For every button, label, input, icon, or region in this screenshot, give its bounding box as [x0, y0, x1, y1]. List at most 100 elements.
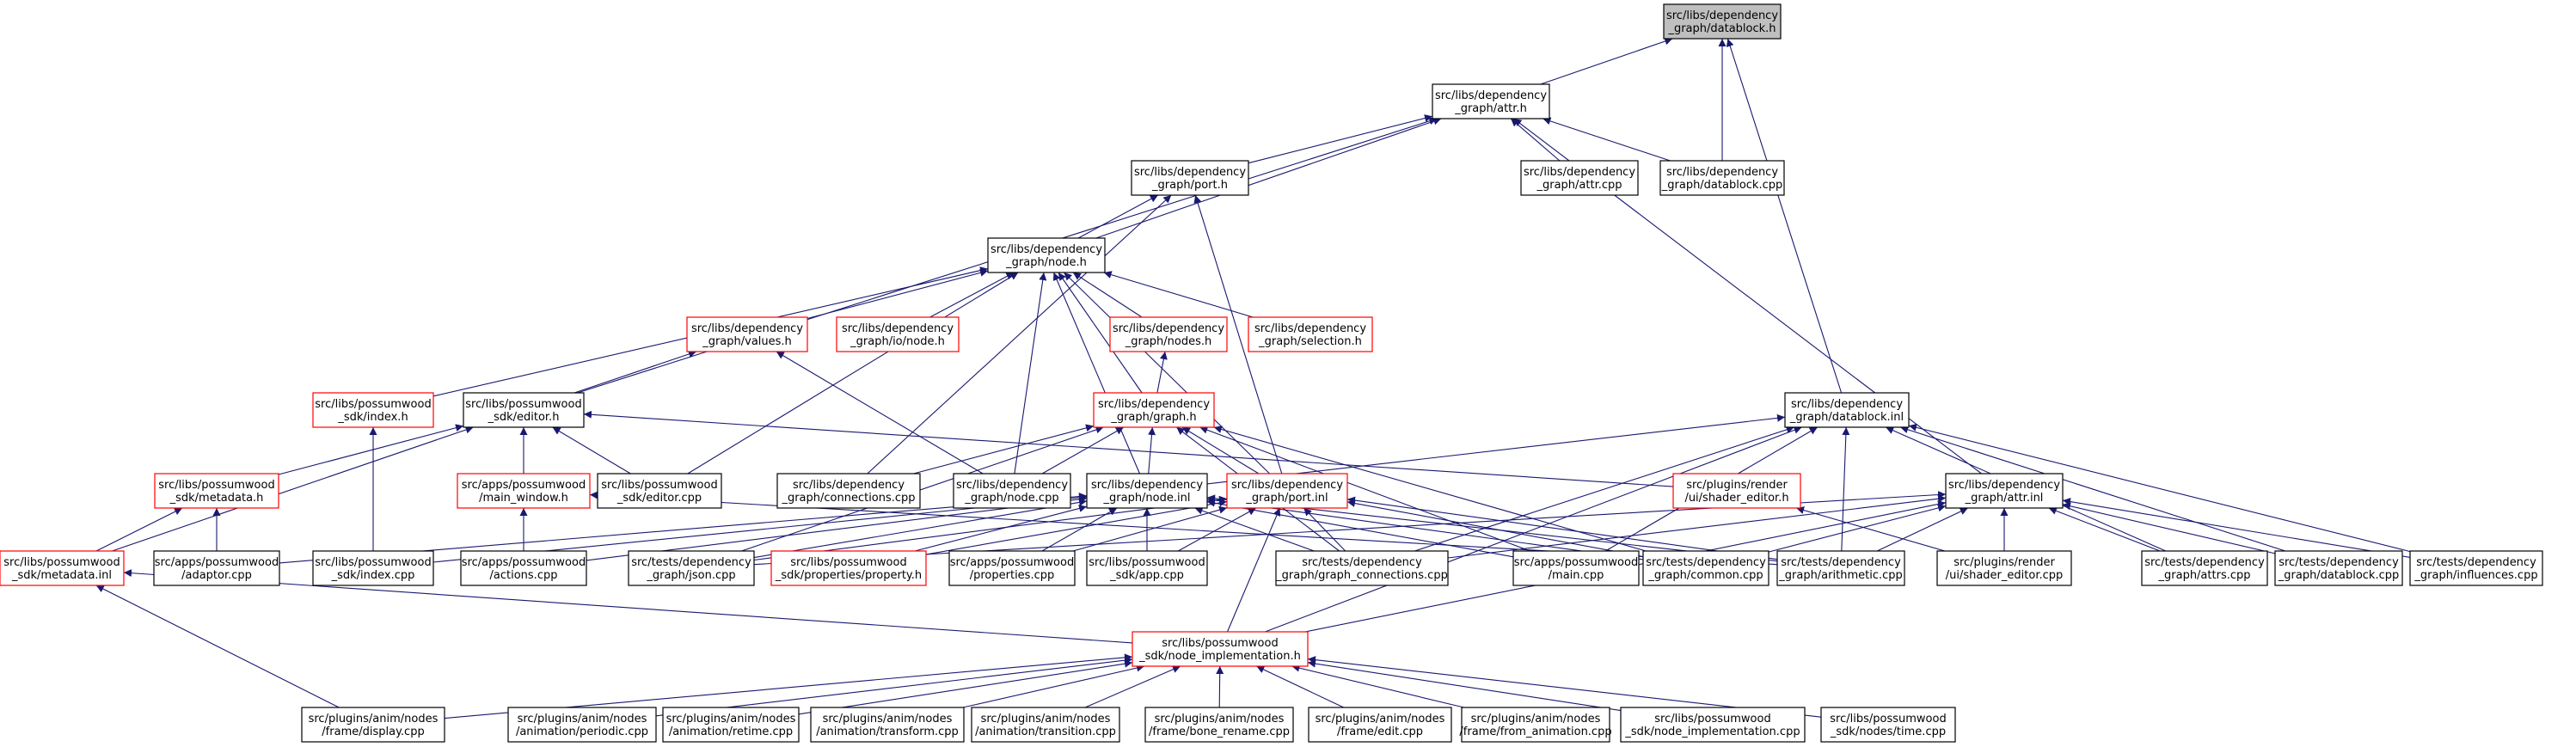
- node-label-line: src/libs/possumwood: [1162, 637, 1278, 650]
- graph-node-node-cpp[interactable]: src/libs/dependency_graph/node.cpp: [953, 473, 1071, 509]
- graph-node-attr-inl[interactable]: src/libs/dependency_graph/attr.inl: [1945, 473, 2064, 509]
- node-box: [2409, 550, 2543, 586]
- node-label-line: src/libs/dependency: [1666, 9, 1778, 22]
- graph-node-datablock-h[interactable]: src/libs/dependency_graph/datablock.h: [1663, 3, 1782, 40]
- node-label-line: src/plugins/anim/nodes: [666, 713, 796, 726]
- node-label-line: src/libs/possumwood: [158, 479, 274, 492]
- graph-node-from-animation-cpp[interactable]: src/plugins/anim/nodes/frame/from_animat…: [1459, 707, 1612, 743]
- graph-node-common-cpp[interactable]: src/tests/dependency_graph/common.cpp: [1642, 550, 1769, 586]
- node-label-line: _graph/arithmetic.cpp: [1778, 569, 1903, 582]
- node-box: [810, 707, 965, 743]
- node-box: [1642, 550, 1769, 586]
- graph-node-io-node-h[interactable]: src/libs/dependency_graph/io/node.h: [836, 316, 960, 352]
- node-label-line: /ui/shader_editor.h: [1684, 492, 1788, 505]
- graph-node-node-implementation-h[interactable]: src/libs/possumwood_sdk/node_implementat…: [1132, 631, 1309, 667]
- graph-node-main-window-h[interactable]: src/apps/possumwood/main_window.h: [457, 473, 591, 509]
- edge-retime_cpp-to-node_implementation_h: [798, 659, 1133, 715]
- node-box: [1945, 473, 2064, 509]
- node-box: [460, 550, 587, 586]
- graph-node-test-datablock-cpp[interactable]: src/tests/dependency_graph/datablock.cpp: [2274, 550, 2403, 586]
- graph-node-datablock-inl[interactable]: src/libs/dependency_graph/datablock.inl: [1784, 392, 1910, 428]
- node-label-line: src/tests/dependency: [1781, 556, 1901, 569]
- node-label-line: _graph/node.h: [1005, 256, 1087, 269]
- graph-node-transform-cpp[interactable]: src/plugins/anim/nodes/animation/transfo…: [810, 707, 965, 743]
- graph-node-attrs-cpp[interactable]: src/tests/dependency_graph/attrs.cpp: [2141, 550, 2268, 586]
- graph-node-display-cpp[interactable]: src/plugins/anim/nodes/frame/display.cpp: [301, 707, 445, 743]
- graph-node-property-h[interactable]: src/libs/possumwood_sdk/properties/prope…: [770, 550, 927, 586]
- graph-node-index-h[interactable]: src/libs/possumwood_sdk/index.h: [312, 392, 434, 428]
- graph-node-shader-editor-h[interactable]: src/plugins/render/ui/shader_editor.h: [1672, 473, 1801, 509]
- node-box: [1512, 550, 1640, 586]
- edge-bone_rename_cpp-to-node_implementation_h: [1216, 665, 1224, 708]
- graph-node-editor-cpp[interactable]: src/libs/possumwood_sdk/editor.cpp: [597, 473, 722, 509]
- node-label-line: /adaptor.cpp: [181, 569, 252, 582]
- edge-nodes_h-to-node_h: [1072, 272, 1143, 318]
- graph-node-properties-cpp[interactable]: src/apps/possumwood/properties.cpp: [948, 550, 1076, 586]
- graph-node-arithmetic-cpp[interactable]: src/tests/dependency_graph/arithmetic.cp…: [1776, 550, 1905, 586]
- node-box: [312, 550, 434, 586]
- edge-layer: [95, 37, 2411, 719]
- edge-transform_cpp-to-node_implementation_h: [962, 664, 1145, 708]
- edge-node_implementation_h-to-datablock_inl: [1265, 426, 1802, 633]
- node-label-line: src/libs/dependency: [842, 322, 954, 335]
- node-label-line: src/apps/possumwood: [950, 556, 1074, 569]
- edge-editor_h-to-values_h: [573, 350, 697, 394]
- graph-node-editor-h[interactable]: src/libs/possumwood_sdk/editor.h: [463, 392, 585, 428]
- graph-node-periodic-cpp[interactable]: src/plugins/anim/nodes/animation/periodi…: [507, 707, 657, 743]
- edge-property_h-to-node_inl: [914, 505, 1088, 552]
- edge-connections_cpp-to-port_h: [867, 194, 1172, 475]
- node-box: [1820, 707, 1956, 743]
- graph-node-shader-editor-cpp[interactable]: src/plugins/render/ui/shader_editor.cpp: [1936, 550, 2072, 586]
- graph-node-adaptor-cpp[interactable]: src/apps/possumwood/adaptor.cpp: [153, 550, 280, 586]
- graph-node-time-cpp[interactable]: src/libs/possumwood_sdk/nodes/time.cpp: [1820, 707, 1956, 743]
- node-box: [0, 550, 125, 586]
- graph-node-port-h[interactable]: src/libs/dependency_graph/port.h: [1131, 160, 1249, 196]
- graph-node-datablock-cpp[interactable]: src/libs/dependency_graph/datablock.cpp: [1659, 160, 1785, 196]
- graph-node-edit-cpp[interactable]: src/plugins/anim/nodes/frame/edit.cpp: [1308, 707, 1452, 743]
- graph-node-transition-cpp[interactable]: src/plugins/anim/nodes/animation/transit…: [971, 707, 1120, 743]
- node-box: [597, 473, 722, 509]
- edge-node_inl-to-graph_h: [1148, 426, 1156, 475]
- edge-port_h-to-attr_h: [1248, 114, 1433, 164]
- graph-node-graph-h[interactable]: src/libs/dependency_graph/graph.h: [1093, 392, 1215, 428]
- graph-node-influences-cpp[interactable]: src/tests/dependency_graph/influences.cp…: [2409, 550, 2543, 586]
- graph-node-node-implementation-cpp[interactable]: src/libs/possumwood_sdk/node_implementat…: [1620, 707, 1806, 743]
- node-box: [463, 392, 585, 428]
- graph-node-json-cpp[interactable]: src/tests/dependency_graph/json.cpp: [628, 550, 755, 586]
- edge-influences_cpp-to-attr_inl: [2062, 498, 2411, 558]
- node-label-line: /frame/from_animation.cpp: [1459, 726, 1611, 738]
- graph-node-actions-cpp[interactable]: src/apps/possumwood/actions.cpp: [460, 550, 587, 586]
- graph-node-selection-h[interactable]: src/libs/dependency_graph/selection.h: [1248, 316, 1373, 352]
- graph-node-metadata-inl[interactable]: src/libs/possumwood_sdk/metadata.inl: [0, 550, 125, 586]
- graph-node-attr-h[interactable]: src/libs/dependency_graph/attr.h: [1432, 83, 1550, 119]
- graph-node-index-cpp[interactable]: src/libs/possumwood_sdk/index.cpp: [312, 550, 434, 586]
- graph-node-connections-cpp[interactable]: src/libs/dependency_graph/connections.cp…: [776, 473, 921, 509]
- graph-node-node-h[interactable]: src/libs/dependency_graph/node.h: [987, 237, 1106, 273]
- edge-graph_connections_cpp-to-node_inl: [1194, 506, 1315, 552]
- graph-node-nodes-h[interactable]: src/libs/dependency_graph/nodes.h: [1109, 316, 1228, 352]
- graph-node-port-inl[interactable]: src/libs/dependency_graph/port.inl: [1226, 473, 1348, 509]
- node-box: [987, 237, 1106, 273]
- node-label-line: src/libs/dependency: [1098, 398, 1210, 411]
- edge-from_animation_cpp-to-node_implementation_h: [1291, 664, 1464, 708]
- edge-json_cpp-to-node_inl: [753, 498, 1088, 559]
- graph-node-retime-cpp[interactable]: src/plugins/anim/nodes/animation/retime.…: [662, 707, 800, 743]
- node-label-line: _graph/datablock.cpp: [2278, 569, 2400, 582]
- graph-node-bone-rename-cpp[interactable]: src/plugins/anim/nodes/frame/bone_rename…: [1144, 707, 1294, 743]
- node-box: [971, 707, 1120, 743]
- graph-node-app-cpp[interactable]: src/libs/possumwood_sdk/app.cpp: [1086, 550, 1208, 586]
- graph-node-graph-connections-cpp[interactable]: src/tests/dependency_graph/graph_connect…: [1275, 550, 1449, 586]
- node-label-line: _graph/graph.h: [1110, 411, 1196, 424]
- node-box: [1308, 707, 1452, 743]
- edge-shader_editor_cpp-to-shader_editor_h: [1795, 506, 1946, 552]
- graph-node-attr-cpp[interactable]: src/libs/dependency_graph/attr.cpp: [1520, 160, 1639, 196]
- graph-node-values-h[interactable]: src/libs/dependency_graph/values.h: [686, 316, 808, 352]
- graph-node-main-cpp[interactable]: src/apps/possumwood/main.cpp: [1512, 550, 1640, 586]
- node-label-line: _sdk/editor.cpp: [616, 492, 702, 505]
- graph-node-metadata-h[interactable]: src/libs/possumwood_sdk/metadata.h: [154, 473, 279, 509]
- node-label-line: src/libs/possumwood: [3, 556, 120, 569]
- node-label-line: _graph/node.cpp: [964, 492, 1058, 505]
- graph-node-node-inl[interactable]: src/libs/dependency_graph/node.inl: [1086, 473, 1208, 509]
- node-box: [1086, 473, 1208, 509]
